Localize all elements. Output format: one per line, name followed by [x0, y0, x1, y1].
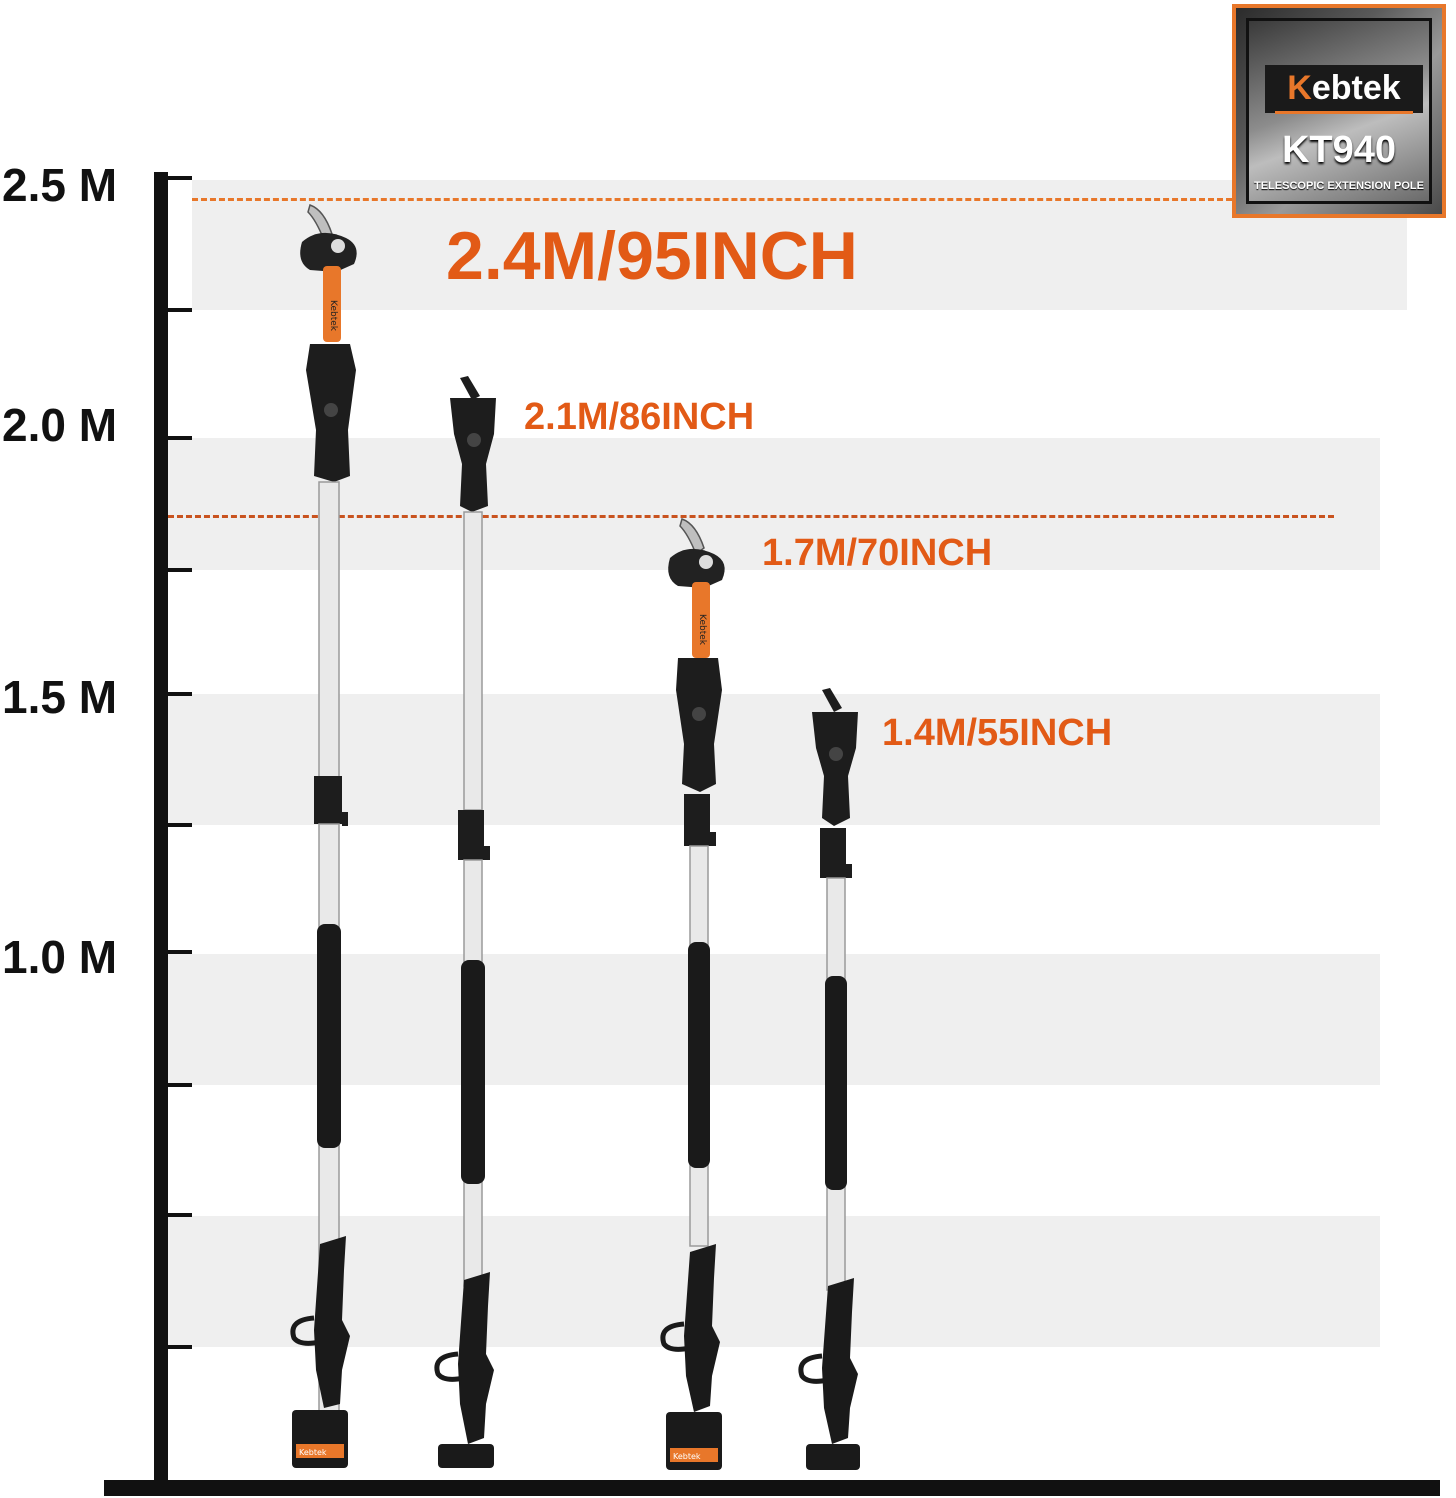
pole-adapter-2: [434, 376, 496, 1468]
foam-grip: [688, 942, 710, 1168]
pole-lock: [684, 794, 710, 846]
svg-text:Kebtek: Kebtek: [328, 300, 338, 332]
scale-label-1-5: 1.5 M: [2, 671, 118, 723]
brand-underline: [1275, 111, 1413, 114]
tick: [168, 692, 192, 696]
product-badge: Kebtek KT940 TELESCOPIC EXTENSION POLE: [1232, 4, 1446, 218]
handle: [684, 1244, 720, 1412]
adapter-head: [450, 398, 496, 512]
band-5: [168, 1216, 1380, 1347]
scale-label-1-0: 1.0 M: [2, 931, 118, 983]
battery-label: Kebtek: [299, 1448, 327, 1457]
tick: [168, 823, 192, 827]
mid-height-line: [168, 515, 1334, 518]
band-top: [192, 180, 1407, 310]
vertical-axis: [154, 172, 168, 1484]
scale-label-2-0: 2.0 M: [2, 399, 118, 451]
tick: [168, 308, 192, 312]
pruner-head: Kebtek: [668, 518, 725, 658]
adapter-head: [812, 712, 858, 826]
tick: [168, 950, 192, 954]
battery-label: Kebtek: [673, 1452, 701, 1461]
pole-pruner-short: Kebtek Kebtek: [660, 518, 725, 1470]
horizontal-axis: [104, 1480, 1440, 1496]
handle-base: [438, 1444, 494, 1468]
brand-plate: Kebtek: [1265, 65, 1423, 114]
tick: [168, 436, 192, 440]
model-name: KT940: [1281, 129, 1397, 171]
height-label-3: 1.7M/70INCH: [762, 532, 993, 574]
tick: [168, 1213, 192, 1217]
tick: [168, 568, 192, 572]
band-2: [168, 438, 1380, 570]
max-height-line: [192, 198, 1232, 201]
band-4: [168, 954, 1380, 1085]
foam-grip: [317, 924, 341, 1148]
handle: [822, 1278, 858, 1444]
tick: [168, 1083, 192, 1087]
scale-label-2-5: 2.5 M: [2, 159, 118, 211]
brand-logo: Kebtek: [1287, 69, 1401, 107]
battery: [292, 1410, 348, 1468]
foam-grip: [825, 976, 847, 1190]
height-label-2: 2.1M/86INCH: [524, 396, 755, 438]
pole-lock: [458, 810, 484, 860]
svg-text:Kebtek: Kebtek: [697, 614, 707, 646]
pole-pruner-max: Kebtek Kebtek: [290, 204, 357, 1468]
pole-lock: [820, 828, 846, 878]
handle-base: [806, 1444, 860, 1470]
tick: [168, 176, 192, 180]
band-3: [168, 694, 1380, 825]
tick: [168, 1345, 192, 1349]
badge-panel: Kebtek KT940 TELESCOPIC EXTENSION POLE: [1246, 18, 1432, 204]
pruner-head: Kebtek: [300, 204, 357, 342]
height-label-max: 2.4M/95INCH: [446, 218, 858, 294]
handle: [458, 1272, 494, 1444]
foam-grip: [461, 960, 485, 1184]
model-subtitle: TELESCOPIC EXTENSION POLE: [1254, 180, 1424, 192]
pole-upper: [463, 511, 483, 811]
pole-adapter-4: [798, 688, 860, 1470]
height-label-4: 1.4M/55INCH: [882, 712, 1113, 754]
pole-coupler: [676, 658, 722, 792]
handle: [314, 1236, 350, 1408]
pole-upper: [318, 481, 340, 783]
pole-lock: [314, 776, 342, 824]
